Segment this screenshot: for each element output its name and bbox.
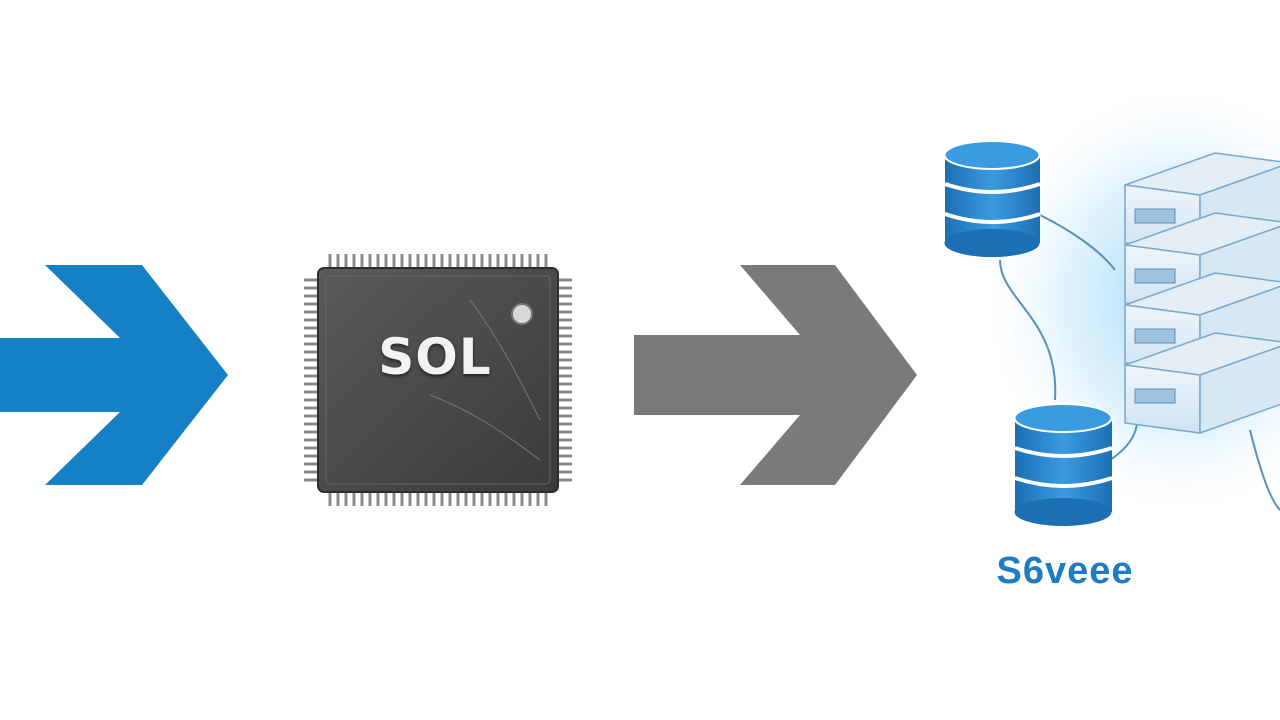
server-rack-icon	[1124, 152, 1280, 435]
connection-lines	[999, 214, 1280, 511]
database-top-icon	[943, 140, 1041, 257]
chip-pins	[304, 254, 572, 506]
left-arrow-icon	[0, 265, 228, 485]
server-unit	[1124, 332, 1280, 435]
microchip-icon	[304, 254, 572, 506]
server-label: S6veee	[996, 550, 1134, 592]
middle-arrow-icon	[634, 265, 917, 485]
chip-label: SOL	[378, 328, 492, 386]
database-bottom-icon	[1013, 403, 1113, 526]
